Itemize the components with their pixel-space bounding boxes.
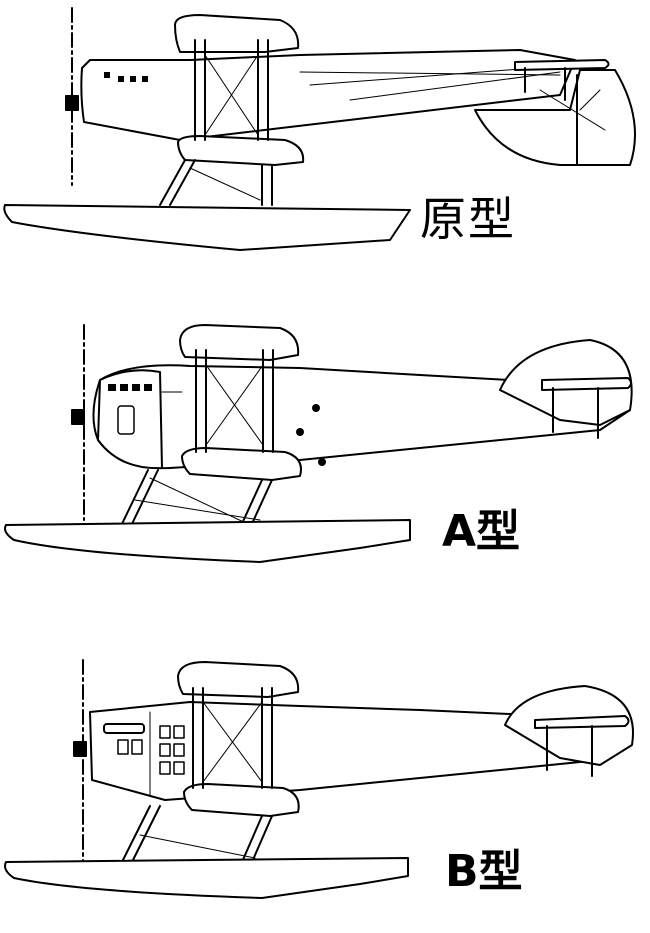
- access-panel: [118, 406, 134, 434]
- wing-struts: [196, 350, 273, 452]
- tailplane: [515, 60, 609, 70]
- rudder: [475, 70, 635, 165]
- float: [4, 205, 410, 250]
- vent: [319, 459, 325, 465]
- tailplane: [535, 716, 629, 728]
- float: [5, 858, 408, 898]
- type-a-seaplane: [5, 325, 632, 562]
- louvres: [118, 726, 184, 774]
- float: [5, 520, 410, 562]
- lower-wing: [182, 448, 301, 480]
- engine-cowling: [98, 370, 162, 468]
- exhaust-ports: [108, 384, 152, 391]
- upper-wing: [180, 325, 298, 360]
- fuselage: [93, 365, 630, 468]
- vent: [313, 405, 319, 411]
- vent: [297, 429, 303, 435]
- type-b-seaplane: [5, 660, 633, 898]
- exhaust-ports: [104, 72, 148, 82]
- spinner: [72, 410, 84, 424]
- exhaust-manifold: [104, 724, 144, 733]
- spinner: [66, 96, 78, 110]
- variant-label-type-b: B型: [445, 846, 523, 897]
- float-struts: [122, 806, 272, 862]
- wing-struts: [195, 40, 268, 140]
- spinner: [74, 742, 86, 756]
- lower-wing: [184, 784, 299, 816]
- float-struts: [160, 160, 272, 205]
- prototype-seaplane: [4, 8, 635, 250]
- fuselage-stringer: [300, 72, 560, 75]
- upper-wing: [175, 15, 298, 52]
- wing-struts: [193, 688, 272, 788]
- upper-wing: [178, 662, 298, 697]
- tailplane: [542, 378, 631, 390]
- rudder-brace: [580, 90, 600, 110]
- lower-wing: [178, 136, 303, 165]
- variant-label-prototype: 原型: [420, 192, 516, 246]
- variant-label-type-a: A型: [442, 506, 521, 557]
- float-struts: [120, 470, 272, 528]
- rudder-brace: [540, 90, 605, 130]
